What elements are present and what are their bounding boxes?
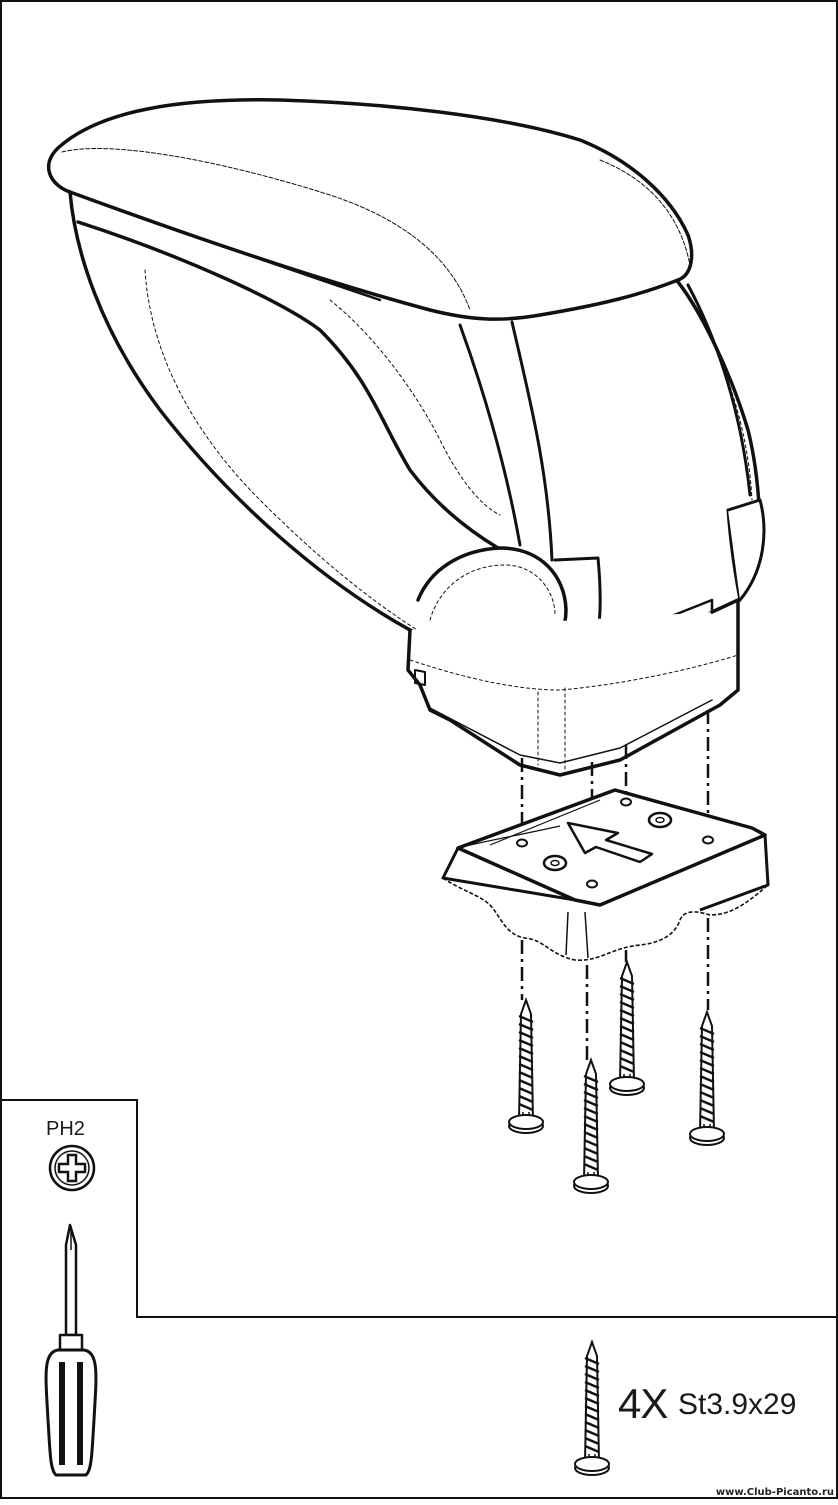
armrest-illustration bbox=[46, 98, 766, 777]
watermark: www.Club-Picanto.ru bbox=[715, 1487, 834, 1498]
screw-quantity: 4X bbox=[618, 1380, 668, 1427]
mounting-bracket bbox=[441, 788, 770, 961]
screwdriver-icon bbox=[44, 1223, 98, 1477]
screw-icon bbox=[608, 960, 646, 1097]
phillips-head-icon bbox=[48, 1144, 96, 1192]
screw-spec-icon bbox=[573, 1340, 611, 1477]
tool-label: PH2 bbox=[46, 1118, 85, 1140]
screw-icon bbox=[507, 998, 545, 1135]
screw-icon bbox=[688, 1010, 726, 1147]
tool-panel-frame bbox=[1, 1099, 837, 1318]
screw-spec: St3.9x29 bbox=[678, 1388, 797, 1421]
screw-icon bbox=[572, 1058, 610, 1195]
